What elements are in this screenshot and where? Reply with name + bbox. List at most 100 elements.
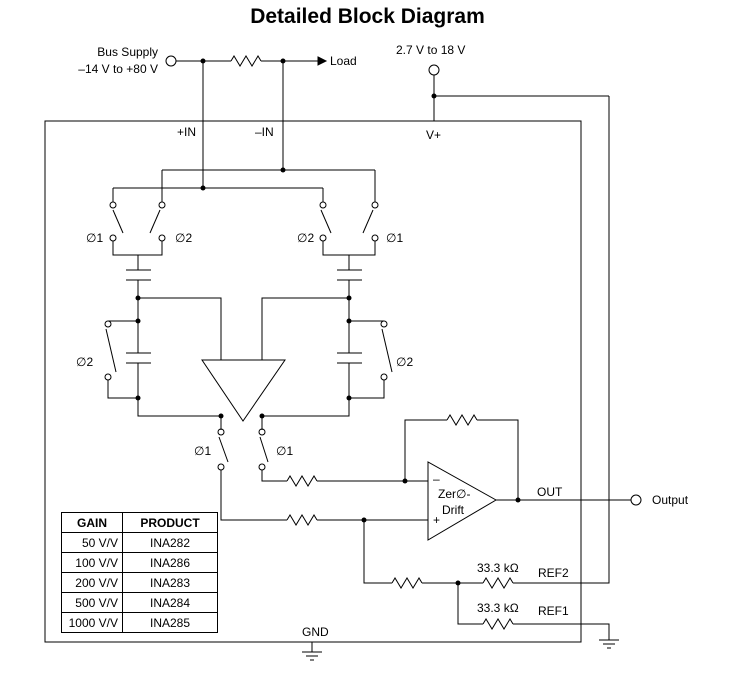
phi1-label: ∅1 bbox=[276, 444, 294, 458]
switch-blade-left-phi1 bbox=[112, 209, 124, 234]
shunt-resistor bbox=[230, 55, 262, 67]
preamplifier bbox=[201, 359, 286, 422]
switch-contact bbox=[158, 234, 166, 242]
junction-dot bbox=[218, 413, 224, 419]
bus-supply-terminal bbox=[165, 55, 177, 67]
junction-dot bbox=[431, 93, 437, 99]
right-network-cap bbox=[337, 352, 362, 364]
product-cell: INA284 bbox=[122, 592, 218, 613]
gnd-label: GND bbox=[302, 625, 329, 639]
junction-dot bbox=[346, 318, 352, 324]
left-network-cap bbox=[126, 352, 151, 364]
ref2-resistor bbox=[482, 577, 514, 589]
switch-blade-out-left-phi1 bbox=[218, 436, 229, 463]
vplus-terminal bbox=[428, 64, 440, 76]
ref1-gnd-symbol bbox=[599, 639, 619, 649]
switch-contact bbox=[258, 463, 266, 471]
minus-in-label: –IN bbox=[255, 125, 274, 139]
phi1-label: ∅1 bbox=[386, 231, 404, 245]
switch-blade-right-phi1 bbox=[362, 209, 374, 234]
left-input-capacitor bbox=[126, 269, 151, 281]
junction-dot bbox=[455, 580, 461, 586]
product-cell: INA285 bbox=[122, 612, 218, 633]
switch-contact bbox=[380, 373, 388, 381]
amp-name-line1: Zer∅- bbox=[438, 487, 471, 501]
switch-contact bbox=[371, 234, 379, 242]
right-network-to-amp bbox=[262, 398, 350, 417]
switch-contact bbox=[109, 234, 117, 242]
gain-cell: 100 V/V bbox=[61, 552, 123, 573]
switch-blade-out-right-phi1 bbox=[259, 436, 269, 463]
ref2-resistor-value: 33.3 kΩ bbox=[477, 561, 519, 575]
left-network-to-amp bbox=[137, 398, 221, 417]
switch-contact bbox=[319, 234, 327, 242]
ref1-resistor-value: 33.3 kΩ bbox=[477, 601, 519, 615]
output-terminal bbox=[630, 494, 642, 506]
junction-dot bbox=[346, 395, 352, 401]
junction-dot bbox=[280, 167, 286, 173]
junction-dot bbox=[200, 58, 206, 64]
phi1-label: ∅1 bbox=[86, 231, 104, 245]
ref1-resistor bbox=[482, 618, 514, 630]
ref-node-wire bbox=[363, 520, 392, 584]
table-header-row: GAIN PRODUCT bbox=[61, 512, 218, 533]
left-network bbox=[107, 320, 139, 399]
switch-blade-right-mid-phi2 bbox=[381, 328, 393, 373]
switch-contact bbox=[217, 463, 225, 471]
ref-resistor-mid bbox=[391, 577, 423, 589]
feedback-wire bbox=[404, 419, 447, 481]
switch-contact bbox=[217, 428, 225, 436]
right-feedback-top bbox=[261, 297, 349, 360]
product-cell: INA286 bbox=[122, 552, 218, 573]
switch-blade-left-mid-phi2 bbox=[105, 328, 117, 373]
amp-minus-label: – bbox=[433, 472, 440, 486]
ref1-label: REF1 bbox=[538, 604, 569, 618]
gain-product-table: GAIN PRODUCT 50 V/V INA282 100 V/V INA28… bbox=[61, 512, 218, 633]
switch-contact bbox=[104, 373, 112, 381]
amp-name-line2: Drift bbox=[442, 503, 464, 517]
junction-dot bbox=[200, 185, 206, 191]
switch-contact bbox=[109, 201, 117, 209]
output-label: Output bbox=[652, 493, 689, 507]
phi2-label: ∅2 bbox=[396, 355, 414, 369]
phi2-label: ∅2 bbox=[297, 231, 315, 245]
switch-contact bbox=[371, 201, 379, 209]
v-plus-label: V+ bbox=[426, 128, 442, 142]
ref2-wire bbox=[513, 96, 610, 584]
switch-blade-left-phi2 bbox=[149, 209, 161, 234]
junction-dot bbox=[135, 318, 141, 324]
junction-dot bbox=[361, 517, 367, 523]
phi1-label: ∅1 bbox=[194, 444, 212, 458]
switch-contact bbox=[104, 320, 112, 328]
diagram-title: Detailed Block Diagram bbox=[250, 5, 485, 28]
phi2-label: ∅2 bbox=[175, 231, 193, 245]
junction-dot bbox=[135, 395, 141, 401]
product-cell: INA283 bbox=[122, 572, 218, 593]
junction-dot bbox=[346, 295, 352, 301]
table-row: 100 V/V INA286 bbox=[61, 552, 218, 573]
feedback-resistor bbox=[446, 414, 478, 426]
amp-plus-label: + bbox=[433, 513, 441, 527]
junction-dot bbox=[280, 58, 286, 64]
supply-range-label: 2.7 V to 18 V bbox=[396, 43, 466, 57]
switch-contact bbox=[258, 428, 266, 436]
zero-drift-amplifier bbox=[427, 461, 498, 541]
ref1-wire bbox=[513, 623, 610, 640]
junction-dot bbox=[515, 497, 521, 503]
junction-dot bbox=[259, 413, 265, 419]
feedback-wire-out bbox=[477, 419, 519, 500]
table-row: 200 V/V INA283 bbox=[61, 572, 218, 593]
load-label: Load bbox=[330, 54, 357, 68]
gain-cell: 500 V/V bbox=[61, 592, 123, 613]
ref2-label: REF2 bbox=[538, 566, 569, 580]
left-feedback-top bbox=[138, 297, 222, 360]
switch-contact bbox=[158, 201, 166, 209]
bus-supply-range-label: –14 V to +80 V bbox=[78, 62, 158, 76]
wire-to-inv-input bbox=[261, 470, 287, 482]
out-label: OUT bbox=[537, 485, 563, 499]
table-row: 1000 V/V INA285 bbox=[61, 612, 218, 633]
junction-dot bbox=[135, 295, 141, 301]
load-arrow bbox=[317, 56, 328, 66]
phi2-label: ∅2 bbox=[76, 355, 94, 369]
